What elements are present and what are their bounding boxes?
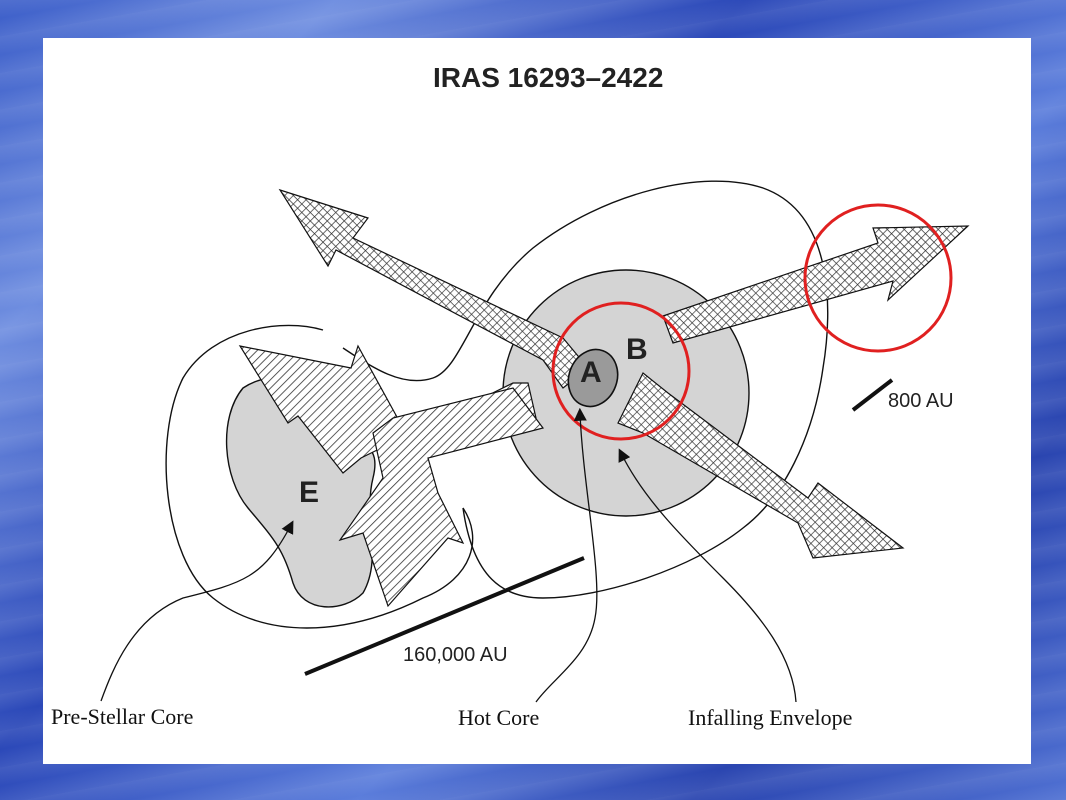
pointer-infalling-envelope: [618, 448, 797, 703]
label-source-a: A: [580, 356, 602, 389]
highlight-circle-hot-core: [551, 301, 691, 441]
diagram-svg: [100, 180, 970, 703]
label-infalling-envelope: Infalling Envelope: [688, 705, 853, 730]
label-source-e: E: [299, 476, 320, 509]
envelope-outline-e: [165, 324, 474, 629]
outflow-arrow-lower-right: [617, 372, 905, 559]
label-scale-small: 800 AU: [888, 390, 954, 412]
diagram-title: IRAS 16293–2422: [433, 62, 664, 93]
pointer-pre-stellar-core: [100, 520, 294, 702]
scale-bar-large: [304, 556, 585, 676]
highlight-circle-outflow: [803, 203, 953, 353]
pointer-hot-core: [535, 407, 598, 703]
outflow-arrow-upper-right: [662, 225, 970, 344]
label-scale-large: 160,000 AU: [403, 644, 508, 666]
label-pre-stellar-core: Pre-Stellar Core: [51, 704, 194, 729]
scale-bar-small: [851, 378, 894, 412]
slide-canvas: IRAS 16293–2422 A B E 800 AU 160,000 AU …: [43, 38, 1031, 764]
label-source-b: B: [626, 333, 648, 366]
outflow-arrow-upper-left: [278, 188, 589, 389]
outflow-arrow-e-lower: [338, 387, 545, 608]
source-a-ellipse: [567, 348, 619, 408]
label-hot-core: Hot Core: [458, 705, 540, 730]
